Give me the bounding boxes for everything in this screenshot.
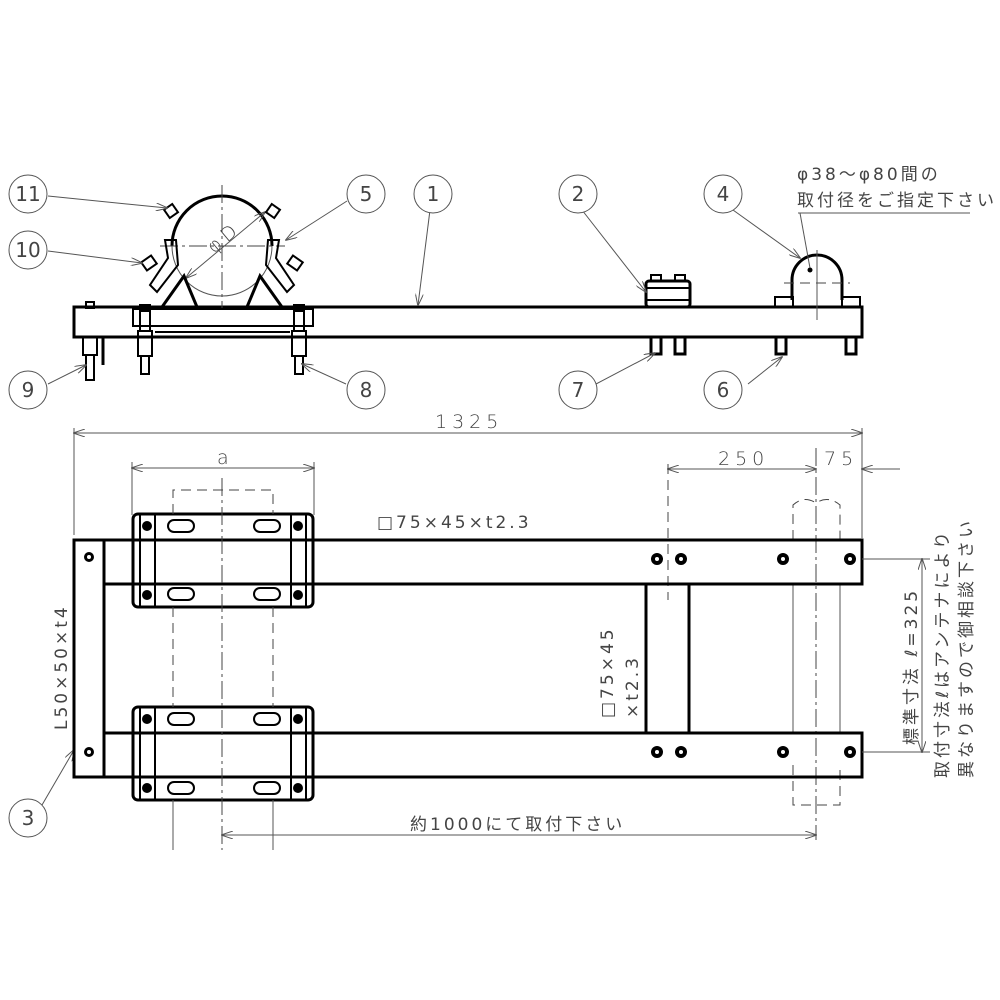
svg-text:9: 9 bbox=[22, 378, 35, 402]
svg-text:11: 11 bbox=[15, 182, 40, 206]
svg-text:10: 10 bbox=[15, 238, 40, 262]
svg-text:6: 6 bbox=[717, 378, 730, 402]
diameter-label: φD bbox=[203, 217, 246, 258]
angle-bar bbox=[72, 538, 106, 779]
install-note: 約1000にて取付下さい bbox=[410, 815, 625, 835]
svg-text:7: 7 bbox=[572, 378, 585, 402]
bolt-8-right bbox=[291, 304, 307, 375]
side-note-2: 異なりますので御相談下さい bbox=[957, 518, 977, 778]
balloon-7: 7 bbox=[558, 370, 598, 410]
angle-spec: L50×50×t4 bbox=[52, 604, 72, 730]
plan-view: 1325 a 250 75 □75×45 ×t2.3 L50×50×t4 bbox=[52, 411, 977, 850]
side-view: φD bbox=[47, 185, 970, 385]
svg-text:2: 2 bbox=[572, 182, 585, 206]
left-clamp-arm bbox=[148, 239, 180, 294]
main-channel-side bbox=[72, 305, 864, 339]
svg-text:3: 3 bbox=[22, 806, 35, 830]
bolt-8-left bbox=[137, 304, 153, 375]
balloon-11: 11 bbox=[8, 174, 48, 214]
square-clamp-2 bbox=[644, 274, 692, 356]
balloon-5: 5 bbox=[346, 174, 386, 214]
lower-channel bbox=[102, 731, 864, 779]
dim-overall: 1325 bbox=[435, 411, 503, 433]
side-note-1: 取付寸法ℓはアンテナにより bbox=[933, 529, 953, 778]
svg-text:5: 5 bbox=[360, 182, 373, 206]
svg-text:8: 8 bbox=[360, 378, 373, 402]
dim-250: 250 bbox=[718, 448, 769, 470]
u-bolt-clamp-4 bbox=[774, 250, 861, 356]
diameter-note-line1: φ38〜φ80間の bbox=[797, 165, 941, 185]
svg-text:1: 1 bbox=[427, 182, 440, 206]
clamp-plate-upper bbox=[131, 512, 315, 609]
balloon-3: 3 bbox=[8, 798, 48, 838]
right-clamp-arm bbox=[264, 239, 296, 294]
dim-a: a bbox=[217, 447, 234, 469]
balloon-8: 8 bbox=[346, 370, 386, 410]
channel-spec: □75×45×t2.3 bbox=[377, 513, 532, 533]
balloon-1: 1 bbox=[413, 174, 453, 214]
balloon-9: 9 bbox=[8, 370, 48, 410]
svg-text:4: 4 bbox=[717, 182, 730, 206]
bolt-9 bbox=[82, 301, 105, 381]
diameter-note-line2: 取付径をご指定下さい bbox=[797, 191, 997, 211]
balloon-6: 6 bbox=[703, 370, 743, 410]
clamp-plate-lower bbox=[131, 705, 315, 802]
standard-dim: 標準寸法 ℓ=325 bbox=[902, 588, 922, 745]
upper-channel bbox=[102, 538, 864, 586]
balloon-2: 2 bbox=[558, 174, 598, 214]
cross-member-spec-1: □75×45 bbox=[598, 626, 618, 718]
balloon-4: 4 bbox=[703, 174, 743, 214]
clamp-base-plate bbox=[132, 308, 314, 327]
cross-member-spec-2: ×t2.3 bbox=[623, 655, 643, 718]
dim-75: 75 bbox=[824, 448, 858, 470]
balloon-10: 10 bbox=[8, 230, 48, 270]
